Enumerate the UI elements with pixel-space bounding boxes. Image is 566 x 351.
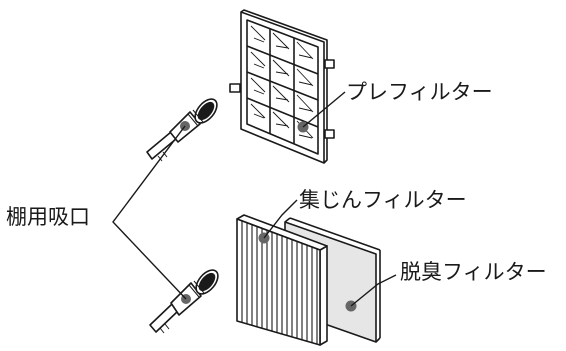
shelf-nozzle-label: 棚用吸口 (6, 205, 90, 229)
prefilter-leader-line (302, 91, 346, 128)
dust-filter-leader-line (263, 199, 298, 239)
shelf-nozzle-lower-illustration (149, 269, 219, 334)
prefilter-illustration (229, 9, 335, 164)
prefilter-label: プレフィルター (346, 80, 493, 104)
deodorizing-filter-label: 脱臭フィルター (400, 260, 547, 284)
shelf-nozzle-leader-lines (112, 125, 187, 300)
dust-filter-illustration (236, 214, 328, 346)
deodorizing-filter-leader-line (350, 274, 397, 307)
dust-filter-label: 集じんフィルター (299, 188, 467, 212)
